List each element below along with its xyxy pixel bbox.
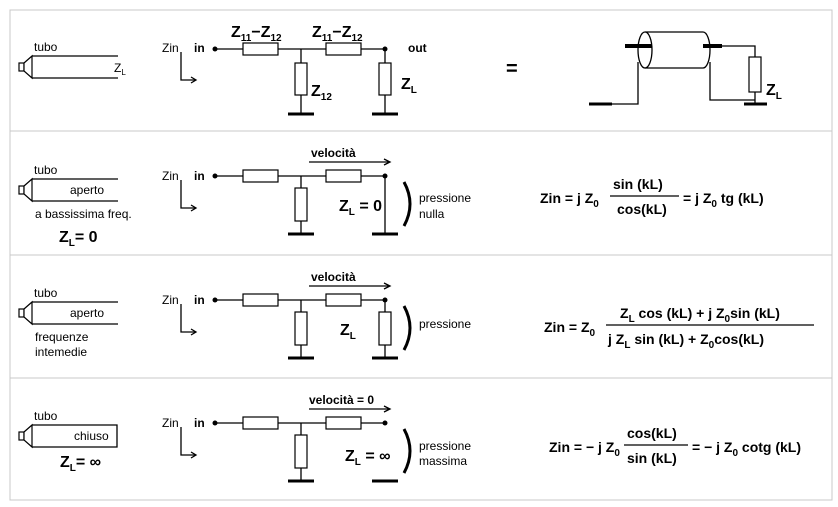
formula-numerator: sin (kL) xyxy=(613,176,663,192)
zin-label: Zin xyxy=(162,41,179,55)
resistor-icon xyxy=(325,293,362,307)
resistor-icon xyxy=(378,62,392,96)
frequency-label: frequenze xyxy=(35,330,89,344)
resistor-icon xyxy=(294,187,308,222)
arrow-icon xyxy=(309,282,392,290)
panel-frame xyxy=(9,254,833,379)
frequency-label: a bassissima freq. xyxy=(35,207,132,221)
panel-frame xyxy=(9,9,833,132)
zin-label: Zin xyxy=(162,416,179,430)
row-2-panel: tubo aperto a bassissima freq. ZL= 0 Zin… xyxy=(9,130,833,256)
pressure-bracket xyxy=(402,428,412,474)
formula-right: = j Z0 tg (kL) xyxy=(683,190,764,210)
tube-state: chiuso xyxy=(74,429,109,443)
formula-denominator: sin (kL) xyxy=(627,450,677,466)
zin-label: Zin xyxy=(162,293,179,307)
pressure-bracket xyxy=(402,305,412,351)
cable-load-label: ZL xyxy=(766,82,782,102)
formula-right: = − j Z0 cotg (kL) xyxy=(692,439,801,459)
out-label: out xyxy=(408,41,427,55)
resistor-icon xyxy=(242,42,279,56)
resistor-icon xyxy=(325,42,362,56)
in-label: in xyxy=(194,416,205,430)
tube-state: aperto xyxy=(70,183,104,197)
tube-outline xyxy=(32,424,118,448)
resistor-icon xyxy=(242,169,279,183)
pressure-label: pressione xyxy=(419,317,471,331)
resistor-icon xyxy=(748,56,762,93)
pressure-label-2: massima xyxy=(419,454,467,468)
formula-left: Zin = j Z0 xyxy=(540,190,599,210)
cable-load-wire xyxy=(722,45,756,104)
formula: Zin = j Z0 sin (kL) cos(kL) = j Z0 tg (k… xyxy=(540,176,764,217)
formula: Zin = − j Z0 cos(kL) sin (kL) = − j Z0 c… xyxy=(549,425,801,466)
pressure-bracket xyxy=(402,181,412,227)
formula-numerator: cos(kL) xyxy=(627,425,677,441)
load-impedance-label: ZL xyxy=(401,76,417,96)
coaxial-cable-icon xyxy=(589,31,755,106)
row-1-panel: tubo ZL Zin in out Z11−Z12 Z11−Z12 Z12 Z… xyxy=(9,9,833,132)
velocity-label: velocità xyxy=(311,270,356,284)
panel-frame xyxy=(9,377,833,501)
arrow-icon xyxy=(309,158,392,166)
formula-left: Zin = Z0 xyxy=(544,319,596,339)
tube-label: tubo xyxy=(34,163,58,177)
out-node xyxy=(382,420,388,426)
resistor-icon xyxy=(325,416,362,430)
load-impedance-label: ZL = 0 xyxy=(339,198,382,218)
velocity-label: velocità = 0 xyxy=(309,393,374,407)
resistor-icon xyxy=(294,434,308,469)
tube-zl-label: ZL xyxy=(114,61,126,77)
series-impedance-label: Z11−Z12 xyxy=(231,24,282,44)
resistor-icon xyxy=(378,311,392,346)
load-impedance-label: ZL = ∞ xyxy=(345,448,391,468)
velocity-label: velocità xyxy=(311,146,356,160)
tube-outline xyxy=(32,178,118,202)
resistor-icon xyxy=(325,169,362,183)
frequency-label-2: intemedie xyxy=(35,345,87,359)
tube-state: aperto xyxy=(70,306,104,320)
zl-condition: ZL= 0 xyxy=(59,229,98,249)
panel-frame xyxy=(9,130,833,256)
row-3-panel: tubo aperto frequenze intemedie Zin in v… xyxy=(9,254,833,379)
resistor-icon xyxy=(294,62,308,96)
equals-sign: = xyxy=(506,58,518,80)
series-impedance-label: Z11−Z12 xyxy=(312,24,363,44)
resistor-icon xyxy=(242,293,279,307)
pressure-label-2: nulla xyxy=(419,207,445,221)
tube-label: tubo xyxy=(34,40,58,54)
resistor-icon xyxy=(294,311,308,346)
resistor-icon xyxy=(242,416,279,430)
arrow-icon xyxy=(309,405,392,413)
in-label: in xyxy=(194,169,205,183)
formula-numerator: ZL cos (kL) + j Z0sin (kL) xyxy=(620,305,780,325)
pressure-label: pressione xyxy=(419,191,471,205)
in-label: in xyxy=(194,293,205,307)
tube-label: tubo xyxy=(34,286,58,300)
tube-label: tubo xyxy=(34,409,58,423)
formula-left: Zin = − j Z0 xyxy=(549,439,620,459)
in-label: in xyxy=(194,41,205,55)
formula-denominator: j ZL sin (kL) + Z0cos(kL) xyxy=(607,331,764,351)
tube-outline xyxy=(32,55,118,79)
tube-outline xyxy=(32,301,118,325)
row-4-panel: tubo chiuso ZL= ∞ Zin in velocità = 0 ZL… xyxy=(9,377,833,501)
load-impedance-label: ZL xyxy=(340,322,356,342)
shunt-impedance-label: Z12 xyxy=(311,83,332,103)
formula-denominator: cos(kL) xyxy=(617,201,667,217)
zin-label: Zin xyxy=(162,169,179,183)
zl-condition: ZL= ∞ xyxy=(60,454,101,474)
formula: Zin = Z0 ZL cos (kL) + j Z0sin (kL) j ZL… xyxy=(544,305,814,351)
pressure-label: pressione xyxy=(419,439,471,453)
